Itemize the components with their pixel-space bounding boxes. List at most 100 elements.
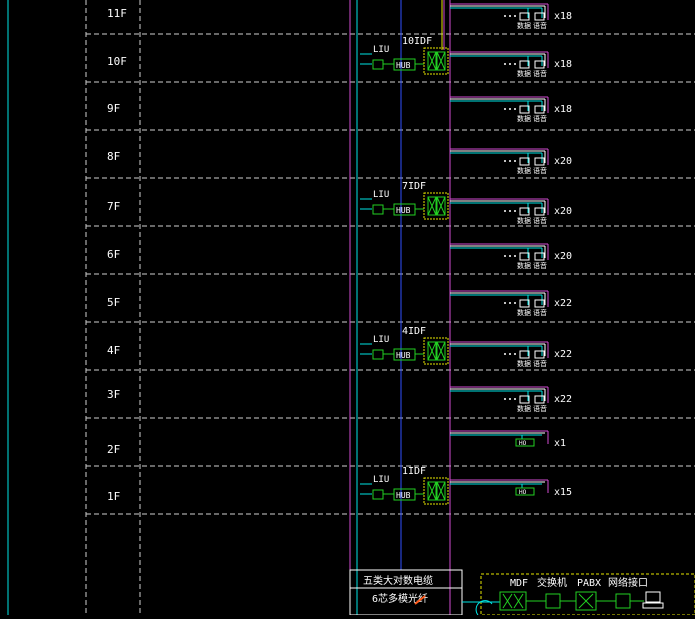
outlet-count: x15 bbox=[554, 487, 572, 498]
liu-label: LIU bbox=[373, 45, 389, 55]
outlet-type-label: 数据 bbox=[517, 308, 531, 317]
ellipsis-dot bbox=[514, 108, 516, 110]
patch-cross bbox=[436, 196, 446, 216]
hub-label: HUB bbox=[396, 61, 411, 70]
orange-tick-mark bbox=[414, 595, 426, 605]
outlet-count: x20 bbox=[554, 156, 572, 167]
idf-node: 4IDF LIU HUB bbox=[360, 326, 449, 365]
patch-panel-right bbox=[436, 341, 446, 361]
idf-label: 10IDF bbox=[402, 36, 432, 47]
ellipsis-dot bbox=[504, 353, 506, 355]
liu-box bbox=[372, 204, 384, 215]
outlet-count: x1 bbox=[554, 438, 566, 449]
outlet-count: x20 bbox=[554, 206, 572, 217]
ho-outlet-box bbox=[515, 487, 535, 496]
floor-label: 10F bbox=[107, 55, 127, 68]
ellipsis-dot bbox=[504, 160, 506, 162]
ellipsis-dot bbox=[504, 108, 506, 110]
data-outlet-icon bbox=[519, 12, 530, 21]
outlet-count: x22 bbox=[554, 349, 572, 360]
floor-label: 7F bbox=[107, 200, 120, 213]
patch-cross bbox=[436, 341, 446, 361]
data-outlet-icon bbox=[519, 395, 530, 404]
ho-label: HO bbox=[519, 440, 527, 447]
patch-panel-outline bbox=[423, 47, 449, 75]
outlet-row: 数据语音 x20 bbox=[450, 243, 572, 270]
outlet-type-label: 语音 bbox=[533, 166, 547, 175]
liu-label: LIU bbox=[373, 190, 389, 200]
outlet-type-label: 语音 bbox=[533, 308, 547, 317]
ellipsis-dot bbox=[514, 398, 516, 400]
ellipsis-dot bbox=[504, 255, 506, 257]
patch-panel-outline bbox=[423, 477, 449, 505]
outlet-row: 数据语音x18 bbox=[450, 3, 572, 30]
outlet-type-label: 数据 bbox=[517, 114, 531, 123]
voice-outlet-icon bbox=[534, 207, 545, 216]
network-interface-box bbox=[615, 593, 631, 609]
liu-label: LIU bbox=[373, 335, 389, 345]
outlet-row: 数据语音 x22 bbox=[450, 341, 572, 368]
ellipsis-dot bbox=[509, 398, 511, 400]
ellipsis-dot bbox=[509, 255, 511, 257]
floor-label: 8F bbox=[107, 150, 120, 163]
hub-label: HUB bbox=[396, 351, 411, 360]
network-interface-label: 网络接口 bbox=[608, 576, 648, 589]
incoming-cable-arc bbox=[475, 600, 493, 616]
computer-keyboard-icon bbox=[642, 602, 664, 609]
outlet-type-label: 数据 bbox=[517, 261, 531, 270]
ellipsis-dot bbox=[509, 15, 511, 17]
switch-box bbox=[545, 593, 561, 609]
outlet-type-label: 数据 bbox=[517, 359, 531, 368]
idf-node: 10IDF LIU HUB bbox=[360, 36, 449, 75]
pabx-label: PABX bbox=[577, 578, 601, 589]
ho-outlet-box bbox=[515, 438, 535, 447]
outlet-type-label: 语音 bbox=[533, 69, 547, 78]
ellipsis-dot bbox=[509, 353, 511, 355]
patch-panel-left bbox=[427, 196, 437, 216]
ellipsis-dot bbox=[509, 108, 511, 110]
outlet-type-label: 语音 bbox=[533, 261, 547, 270]
patch-panel-outline bbox=[423, 192, 449, 220]
outlet-type-label: 语音 bbox=[533, 21, 547, 30]
outlet-type-label: 数据 bbox=[517, 404, 531, 413]
patch-panel-left bbox=[427, 51, 437, 71]
computer-icon bbox=[645, 591, 661, 603]
voice-outlet-icon bbox=[534, 395, 545, 404]
floor-label: 2F bbox=[107, 443, 120, 456]
voice-outlet-icon bbox=[534, 252, 545, 261]
ellipsis-dot bbox=[504, 63, 506, 65]
floor-label: 5F bbox=[107, 296, 120, 309]
floor-label: 1F bbox=[107, 490, 120, 503]
data-outlet-icon bbox=[519, 157, 530, 166]
ellipsis-dot bbox=[509, 302, 511, 304]
outlet-row: 数据语音x18 bbox=[450, 51, 572, 78]
data-outlet-icon bbox=[519, 299, 530, 308]
outlet-count: x20 bbox=[554, 251, 572, 262]
mdf-label: MDF bbox=[510, 578, 528, 589]
outlet-row: 数据语音x20 bbox=[450, 198, 572, 225]
data-outlet-icon bbox=[519, 350, 530, 359]
outlet-row: 数据语音x22 bbox=[450, 386, 572, 413]
cable-note-line1: 五类大对数电缆 bbox=[363, 574, 433, 587]
patch-cross bbox=[427, 481, 437, 501]
liu-box bbox=[372, 59, 384, 70]
idf-label: 7IDF bbox=[402, 181, 426, 192]
outlet-type-label: 语音 bbox=[533, 359, 547, 368]
floor-label: 6F bbox=[107, 248, 120, 261]
ellipsis-dot bbox=[514, 353, 516, 355]
pabx-cross bbox=[578, 593, 594, 609]
liu-box bbox=[372, 349, 384, 360]
ellipsis-dot bbox=[514, 302, 516, 304]
voice-outlet-icon bbox=[534, 60, 545, 69]
ellipsis-dot bbox=[504, 15, 506, 17]
outlet-count: x18 bbox=[554, 104, 572, 115]
ellipsis-dot bbox=[504, 210, 506, 212]
idf-label: 4IDF bbox=[402, 326, 426, 337]
ellipsis-dot bbox=[509, 210, 511, 212]
voice-outlet-icon bbox=[534, 350, 545, 359]
ellipsis-dot bbox=[504, 302, 506, 304]
ellipsis-dot bbox=[509, 160, 511, 162]
